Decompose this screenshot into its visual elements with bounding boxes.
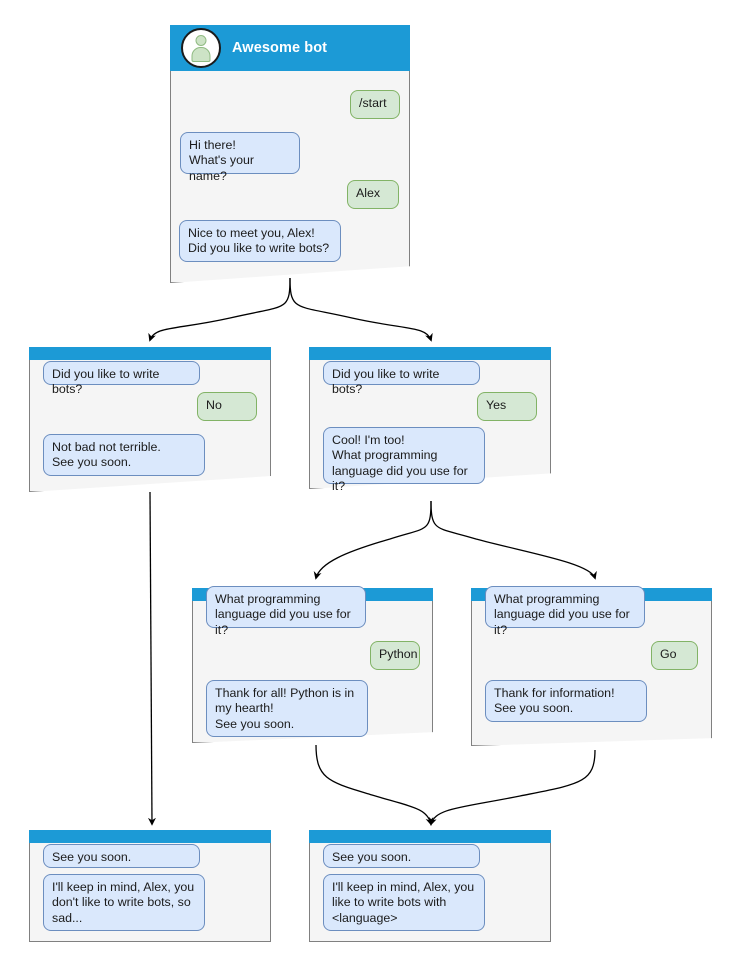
message-bubble: Hi there! What's your name?: [180, 132, 300, 183]
edge-yes-to-go: [430, 500, 597, 580]
message-bubble: No: [197, 392, 257, 421]
message-bubble: Not bad not terrible. See you soon.: [43, 434, 205, 476]
edge-no-to-farewell: [147, 491, 156, 826]
card-header-bar: [29, 347, 271, 360]
message-bubble: Yes: [477, 392, 537, 421]
message-bubble: Cool! I'm too! What programming language…: [323, 427, 485, 493]
message-list: What programming language did you use fo…: [471, 586, 712, 746]
message-list: /start Hi there! What's your name? Alex …: [170, 25, 410, 283]
message-bubble: Thank for information! See you soon.: [485, 680, 647, 722]
language-go-card[interactable]: What programming language did you use fo…: [471, 586, 712, 746]
farewell-yes-card[interactable]: See you soon. I'll keep in mind, Alex, y…: [309, 830, 551, 942]
avatar-head: [195, 35, 207, 46]
message-bubble: I'll keep in mind, Alex, you don't like …: [43, 874, 205, 931]
message-bubble: Python: [370, 641, 420, 670]
message-list: Did you like to write bots? No Not bad n…: [29, 347, 271, 492]
message-bubble: Alex: [347, 180, 399, 209]
language-python-card[interactable]: What programming language did you use fo…: [192, 586, 433, 743]
message-list: What programming language did you use fo…: [192, 586, 433, 743]
message-bubble: What programming language did you use fo…: [206, 586, 366, 637]
message-list: See you soon. I'll keep in mind, Alex, y…: [29, 830, 271, 942]
answer-no-card[interactable]: Did you like to write bots? No Not bad n…: [29, 347, 271, 492]
message-bubble: Did you like to write bots?: [323, 361, 480, 396]
card-header-bar: [29, 830, 271, 843]
start-screen-card[interactable]: Awesome bot /start Hi there! What's your…: [170, 25, 410, 283]
message-bubble: Go: [651, 641, 698, 670]
edge-python-to-farewell: [315, 744, 434, 826]
edge-go-to-farewell: [429, 749, 596, 826]
bot-name-label: Awesome bot: [232, 40, 328, 56]
message-bubble: I'll keep in mind, Alex, you like to wri…: [323, 874, 485, 931]
avatar-torso: [191, 47, 211, 62]
farewell-no-card[interactable]: See you soon. I'll keep in mind, Alex, y…: [29, 830, 271, 942]
message-bubble: See you soon.: [43, 844, 200, 868]
message-bubble: Nice to meet you, Alex! Did you like to …: [179, 220, 341, 262]
edge-yes-to-python: [313, 500, 432, 580]
bot-titlebar: Awesome bot: [170, 25, 410, 71]
card-header-bar: [309, 830, 551, 843]
answer-yes-card[interactable]: Did you like to write bots? Yes Cool! I'…: [309, 347, 551, 493]
message-bubble: What programming language did you use fo…: [485, 586, 645, 637]
message-bubble: Did you like to write bots?: [43, 361, 200, 396]
person-avatar-icon: [181, 28, 221, 68]
message-list: Did you like to write bots? Yes Cool! I'…: [309, 347, 551, 493]
message-bubble: /start: [350, 90, 400, 119]
card-header-bar: [309, 347, 551, 360]
message-list: See you soon. I'll keep in mind, Alex, y…: [309, 830, 551, 942]
edge-start-to-no: [148, 277, 291, 342]
message-bubble: See you soon.: [323, 844, 480, 868]
edge-start-to-yes: [289, 277, 433, 342]
message-bubble: Thank for all! Python is in my hearth! S…: [206, 680, 368, 737]
